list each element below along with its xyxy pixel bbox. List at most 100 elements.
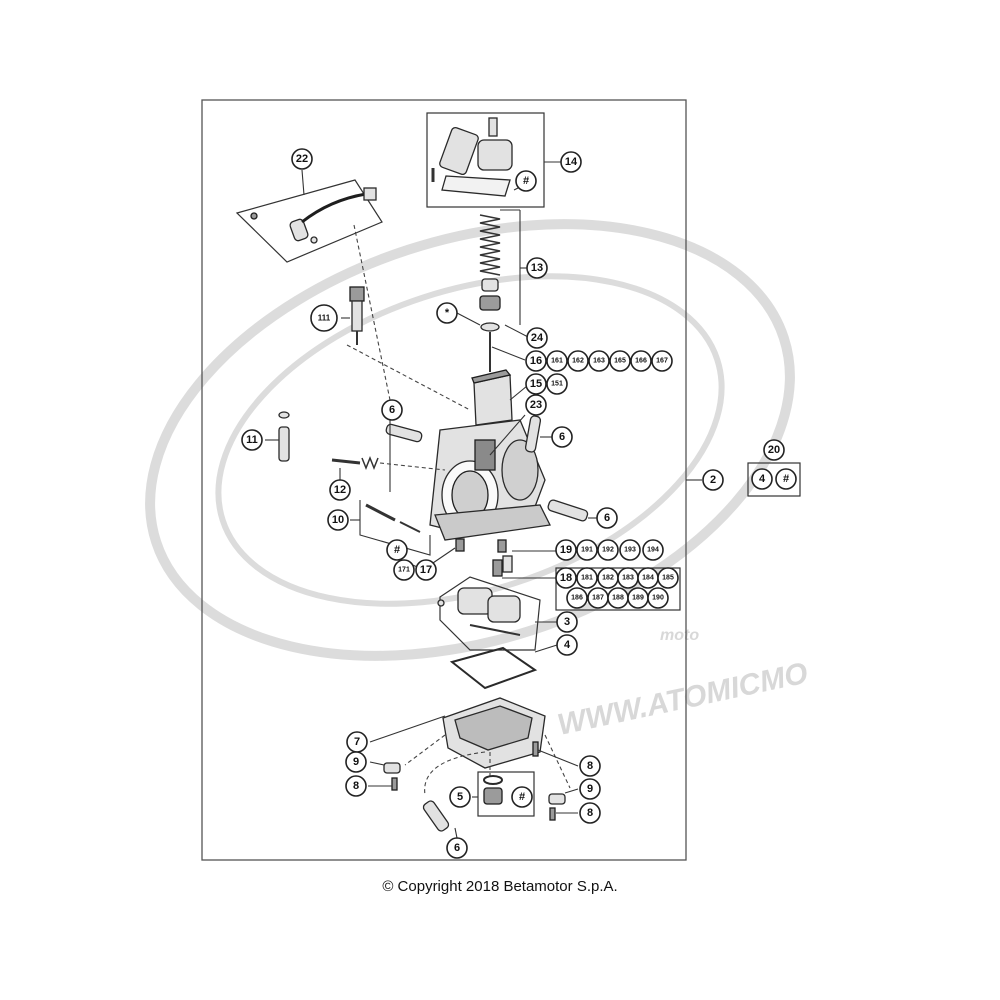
callout-8-left: 8 (345, 775, 367, 797)
part-12-idle-screw (331, 455, 446, 480)
callout-190: 190 (647, 587, 669, 609)
svg-text:4: 4 (564, 639, 571, 651)
callout-24: 24 (526, 327, 548, 349)
callout-191: 191 (576, 539, 598, 561)
svg-text:*: * (445, 307, 450, 319)
part-15-throttle-slide (471, 369, 528, 426)
svg-text:193: 193 (624, 547, 636, 554)
svg-text:183: 183 (622, 575, 634, 582)
svg-text:9: 9 (587, 783, 593, 795)
callout-7: 7 (346, 731, 368, 753)
svg-text:9: 9 (353, 756, 359, 768)
part-14-top-cover-assembly (426, 112, 561, 208)
callout-151: 151 (546, 373, 568, 395)
svg-text:23: 23 (530, 399, 542, 411)
callout-193: 193 (619, 539, 641, 561)
callout-14: 14 (560, 151, 582, 173)
callout-163: 163 (588, 350, 610, 372)
svg-text:17: 17 (420, 564, 432, 576)
part-11-screw (265, 411, 290, 462)
callout-12: 12 (329, 479, 351, 501)
part-10-pilot-screw-kit (350, 500, 465, 571)
svg-text:187: 187 (592, 595, 604, 602)
svg-text:171: 171 (398, 567, 410, 574)
callout-6-mid-right: 6 (596, 507, 618, 529)
callout-9-left: 9 (345, 751, 367, 773)
part-111-adjuster (341, 286, 471, 411)
callout-187: 187 (587, 587, 609, 609)
svg-text:6: 6 (559, 431, 565, 443)
svg-text:10: 10 (332, 514, 344, 526)
callout-111: 111 (310, 304, 338, 332)
callout-184: 184 (637, 567, 659, 589)
part-22-sensor-assembly (235, 169, 383, 263)
callout-185: 185 (657, 567, 679, 589)
watermark-sub: moto (660, 627, 699, 644)
callout-23: 23 (525, 394, 547, 416)
callout-186: 186 (566, 587, 588, 609)
svg-text:20: 20 (768, 444, 780, 456)
svg-text:182: 182 (602, 575, 614, 582)
svg-text:13: 13 (531, 262, 543, 274)
callout-16: 16 (525, 350, 547, 372)
svg-text:8: 8 (587, 807, 593, 819)
callout-167: 167 (651, 350, 673, 372)
callout-20: 20 (763, 439, 785, 461)
svg-text:161: 161 (551, 358, 563, 365)
callout-20-hash: # (775, 468, 797, 490)
svg-text:2: 2 (710, 474, 716, 486)
callout-194: 194 (642, 539, 664, 561)
callout-6-bottom: 6 (446, 837, 468, 859)
svg-text:#: # (523, 175, 529, 187)
part-6-bottom-hose (422, 751, 486, 839)
callout-22: 22 (291, 148, 313, 170)
callout-15: 15 (525, 373, 547, 395)
svg-text:24: 24 (531, 332, 544, 344)
svg-text:167: 167 (656, 358, 668, 365)
svg-text:111: 111 (318, 314, 331, 323)
callout-4: 4 (556, 634, 578, 656)
svg-text:191: 191 (581, 547, 593, 554)
svg-text:184: 184 (642, 575, 654, 582)
part-6-upper-right-hose (524, 415, 552, 453)
callout-189: 189 (627, 587, 649, 609)
callout-13: 13 (526, 257, 548, 279)
callout-181: 181 (576, 567, 598, 589)
svg-text:8: 8 (587, 760, 593, 772)
callout-hash-top: # (515, 170, 537, 192)
callout-182: 182 (597, 567, 619, 589)
callout-2: 2 (702, 469, 724, 491)
svg-text:19: 19 (560, 544, 572, 556)
callout-8-right-top: 8 (579, 755, 601, 777)
svg-text:165: 165 (614, 358, 626, 365)
svg-text:151: 151 (551, 381, 563, 388)
svg-text:163: 163 (593, 358, 605, 365)
part-7-float-bowl (369, 697, 571, 789)
callout-19: 19 (555, 539, 577, 561)
watermark-text: WWW.ATOMICMO (555, 657, 811, 742)
svg-text:4: 4 (759, 473, 766, 485)
svg-text:#: # (394, 544, 400, 556)
svg-text:6: 6 (454, 842, 460, 854)
svg-text:#: # (519, 791, 525, 803)
part-8-9-hardware (368, 741, 579, 821)
callout-star: * (436, 302, 458, 324)
callout-8-right-bottom: 8 (579, 802, 601, 824)
callout-17: 17 (415, 559, 437, 581)
callout-20-4: 4 (751, 468, 773, 490)
svg-text:7: 7 (354, 736, 360, 748)
copyright-notice: © Copyright 2018 Betamotor S.p.A. (382, 878, 618, 895)
svg-text:189: 189 (632, 595, 644, 602)
svg-text:11: 11 (246, 434, 258, 446)
callout-171: 171 (393, 559, 415, 581)
svg-text:14: 14 (565, 156, 578, 168)
svg-text:5: 5 (457, 791, 463, 803)
callout-192: 192 (597, 539, 619, 561)
callout-6-upper-left: 6 (381, 399, 403, 421)
callout-3: 3 (556, 611, 578, 633)
part-4-gasket (449, 644, 558, 690)
part-18-19-jets (492, 550, 681, 611)
svg-text:8: 8 (353, 780, 359, 792)
callout-hash-left: # (386, 539, 408, 561)
callout-10: 10 (327, 509, 349, 531)
